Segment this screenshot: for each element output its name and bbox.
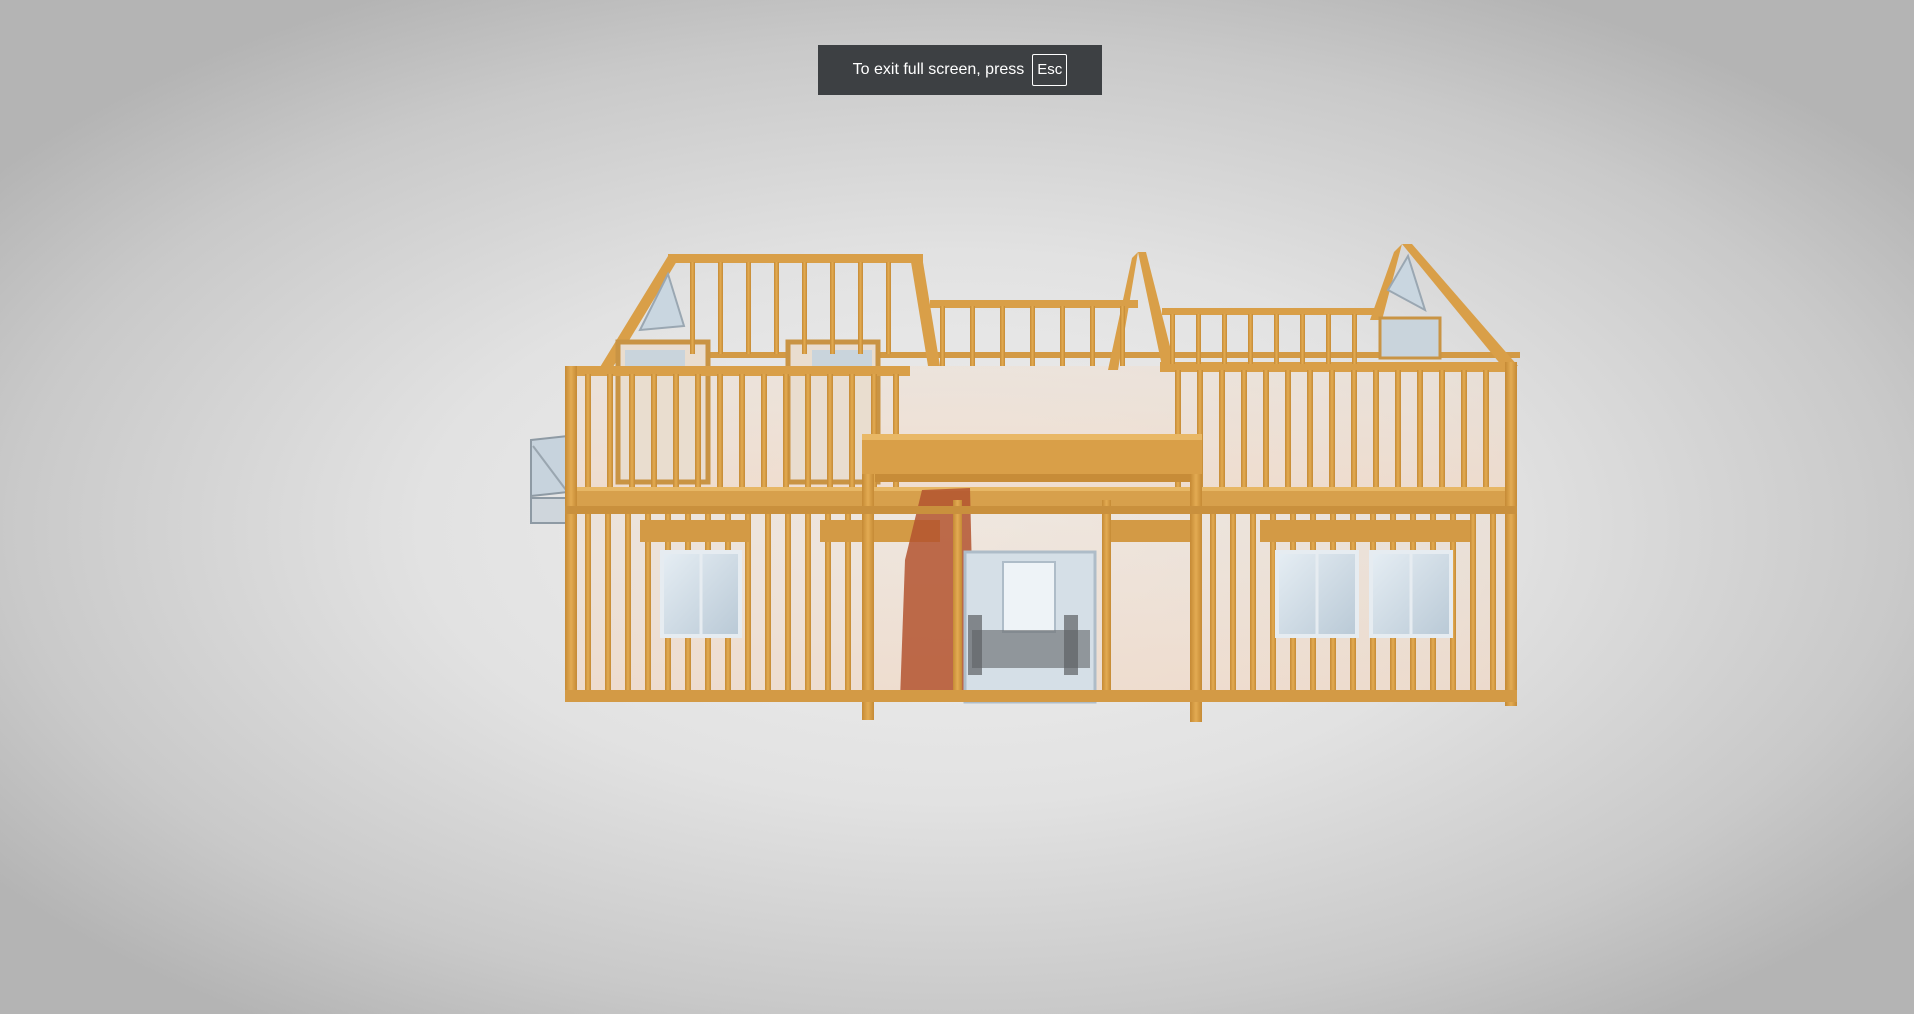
window-header	[640, 520, 750, 542]
wall-stud	[746, 262, 751, 354]
wall-stud	[1270, 512, 1276, 692]
wall-stud	[651, 374, 657, 488]
wall-stud	[1219, 370, 1225, 488]
wall-stud	[1197, 370, 1203, 488]
wall-stud	[1439, 370, 1445, 488]
wall-stud	[1230, 512, 1236, 692]
wall-stud	[1329, 370, 1335, 488]
esc-key-badge: Esc	[1032, 54, 1068, 86]
wall-stud	[695, 374, 701, 488]
wall-stud	[1248, 314, 1253, 364]
wall-stud	[717, 374, 723, 488]
wall-stud	[645, 512, 651, 692]
wall-stud	[1470, 512, 1476, 692]
back-wall-plate	[615, 352, 1520, 358]
wall-stud	[970, 306, 975, 366]
right-gable-frame	[1162, 244, 1518, 366]
wall-stud	[1351, 370, 1357, 488]
wall-stud	[1210, 512, 1216, 692]
wall-stud	[1170, 314, 1175, 364]
wall-stud	[1274, 314, 1279, 364]
wall-stud	[940, 306, 945, 366]
wall-stud	[805, 512, 811, 692]
wall-stud	[1250, 512, 1256, 692]
window-header	[1110, 520, 1200, 542]
wall-stud	[849, 374, 855, 488]
wall-stud	[1060, 306, 1065, 366]
upper-studs	[585, 262, 1489, 488]
porch-structure	[862, 434, 1202, 722]
wall-stud	[1241, 370, 1247, 488]
wall-stud	[1417, 370, 1423, 488]
wall-stud	[1461, 370, 1467, 488]
wall-stud	[585, 374, 591, 488]
wall-stud	[718, 262, 723, 354]
wall-stud	[802, 262, 807, 354]
wall-stud	[1222, 314, 1227, 364]
upper-top-plate-left	[565, 366, 910, 376]
wall-stud	[607, 374, 613, 488]
wall-stud	[783, 374, 789, 488]
wall-stud	[761, 374, 767, 488]
fullscreen-exit-notice: To exit full screen, press Esc	[818, 45, 1102, 95]
wall-stud	[673, 374, 679, 488]
wall-stud	[739, 374, 745, 488]
bottom-plate	[565, 690, 1517, 702]
wall-stud	[1285, 370, 1291, 488]
left-balcony-structure	[530, 434, 569, 524]
wall-stud	[805, 374, 811, 488]
right-corner-post	[1505, 362, 1517, 706]
wall-stud	[625, 512, 631, 692]
wall-stud	[585, 512, 591, 692]
wall-stud	[830, 262, 835, 354]
wall-stud	[1300, 314, 1305, 364]
wall-stud	[893, 374, 899, 488]
wall-stud	[1352, 314, 1357, 364]
window-header	[1260, 520, 1370, 542]
wall-stud	[871, 374, 877, 488]
window-header	[820, 520, 940, 542]
wall-stud	[774, 262, 779, 354]
wall-stud	[1030, 306, 1035, 366]
wall-stud	[1196, 314, 1201, 364]
wall-stud	[886, 262, 891, 354]
wall-stud	[1373, 370, 1379, 488]
wall-stud	[690, 262, 695, 354]
wall-stud	[1395, 370, 1401, 488]
wall-stud	[745, 512, 751, 692]
window-header	[1360, 520, 1470, 542]
wall-stud	[827, 374, 833, 488]
wall-stud	[1483, 370, 1489, 488]
entry-door	[963, 550, 1097, 704]
wall-stud	[765, 512, 771, 692]
wall-stud	[1490, 512, 1496, 692]
lower-top-plate	[565, 506, 1517, 514]
wall-stud	[1000, 306, 1005, 366]
wall-stud	[845, 512, 851, 692]
wall-stud	[785, 512, 791, 692]
wall-stud	[1120, 306, 1125, 366]
upper-top-plate-right	[1160, 362, 1517, 372]
wall-stud	[1307, 370, 1313, 488]
lower-windows	[660, 550, 1453, 638]
wall-stud	[605, 512, 611, 692]
wall-stud	[1263, 370, 1269, 488]
wall-stud	[825, 512, 831, 692]
wall-stud	[1090, 306, 1095, 366]
floor-rim-highlight	[565, 487, 1517, 491]
wall-stud	[858, 262, 863, 354]
fullscreen-notice-text: To exit full screen, press	[852, 61, 1025, 78]
left-corner-post	[565, 366, 577, 702]
wall-stud	[629, 374, 635, 488]
wall-stud	[1326, 314, 1331, 364]
wall-stud	[1175, 370, 1181, 488]
